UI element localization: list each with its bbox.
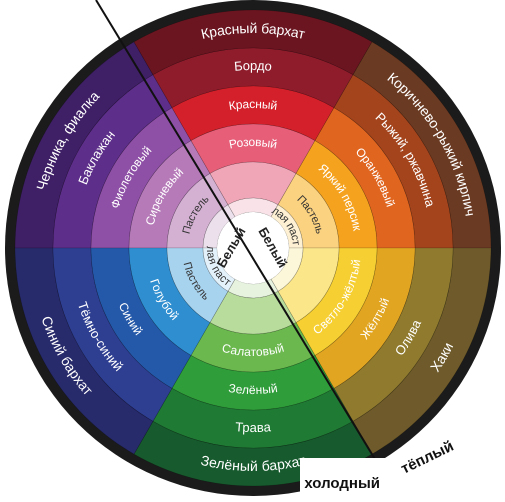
label-green-ring-3: Зелёный [228,381,279,397]
cold-label: холодный [304,475,380,492]
label-green-ring-2: Трава [235,420,272,436]
divider-legend-box [300,458,500,497]
label-red-ring-2: Бордо [234,58,273,74]
label-red-ring-4: Розовый [228,135,278,152]
cold-warm-divider-line [95,0,399,498]
wheel-wedges [14,9,492,487]
label-green-ring-1: Зелёный бархат [199,452,307,474]
label-red-ring-1: Красный бархат [199,20,307,42]
label-red-ring-3: Красный [228,97,278,113]
